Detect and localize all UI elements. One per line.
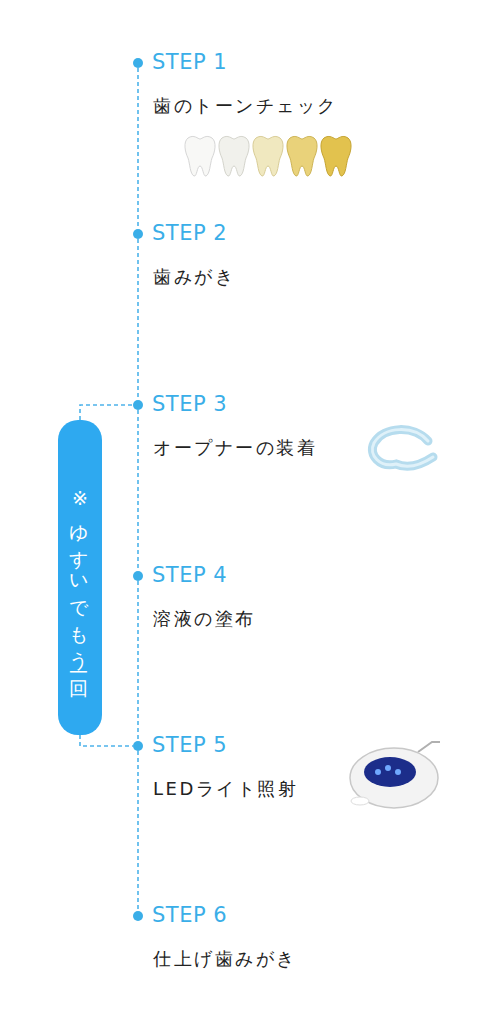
led-lamp [385,765,391,771]
step-label: 仕上げ歯みがき [153,947,297,971]
led-emitter [351,797,369,805]
step-number: STEP 5 [152,732,227,758]
rinse-note: ※ゆすいでもう一回 [68,487,92,668]
led-panel [364,757,416,787]
step-number: STEP 2 [152,220,227,246]
tooth-shape [287,136,317,176]
tooth-shape [185,136,215,176]
timeline-connector [137,410,139,571]
step-label: LEDライト照射 [153,777,298,801]
tooth-icon [185,136,215,176]
led-lamp [375,769,381,775]
step-marker: STEP 5LEDライト照射 [133,741,143,751]
tooth-icon [321,136,351,176]
step-marker: STEP 2歯みがき [133,229,143,239]
bracket-connector [80,735,133,746]
timeline-connector [137,68,139,229]
tooth-icon [253,136,283,176]
step-number: STEP 1 [152,49,227,75]
step-label: 溶液の塗布 [153,607,256,631]
timeline-connector [137,581,139,741]
step-label: オープナーの装着 [153,436,317,460]
tooth-shade-samples [185,136,351,176]
rinse-band: ※ゆすいでもう一回 [58,420,102,735]
led-body [350,748,438,808]
mouth-opener-illustration [372,430,433,467]
step-label: 歯みがき [153,265,235,289]
tooth-icon [287,136,317,176]
timeline-connector [137,239,139,400]
step-number: STEP 4 [152,562,227,588]
opener-highlight [372,430,433,467]
led-light-illustration [350,742,440,808]
led-cord [418,742,440,752]
tooth-icon [219,136,249,176]
step-marker: STEP 3オープナーの装着 [133,400,143,410]
bracket-connector [80,405,133,420]
opener-shape [372,430,433,467]
step-number: STEP 3 [152,391,227,417]
tooth-shape [321,136,351,176]
tooth-shape [253,136,283,176]
timeline-connector [137,751,139,911]
led-lamp [395,769,401,775]
step-marker: STEP 6仕上げ歯みがき [133,911,143,921]
step-marker: STEP 4溶液の塗布 [133,571,143,581]
tooth-shape [219,136,249,176]
step-marker: STEP 1歯のトーンチェック [133,58,143,68]
step-number: STEP 6 [152,902,227,928]
step-label: 歯のトーンチェック [153,94,338,118]
